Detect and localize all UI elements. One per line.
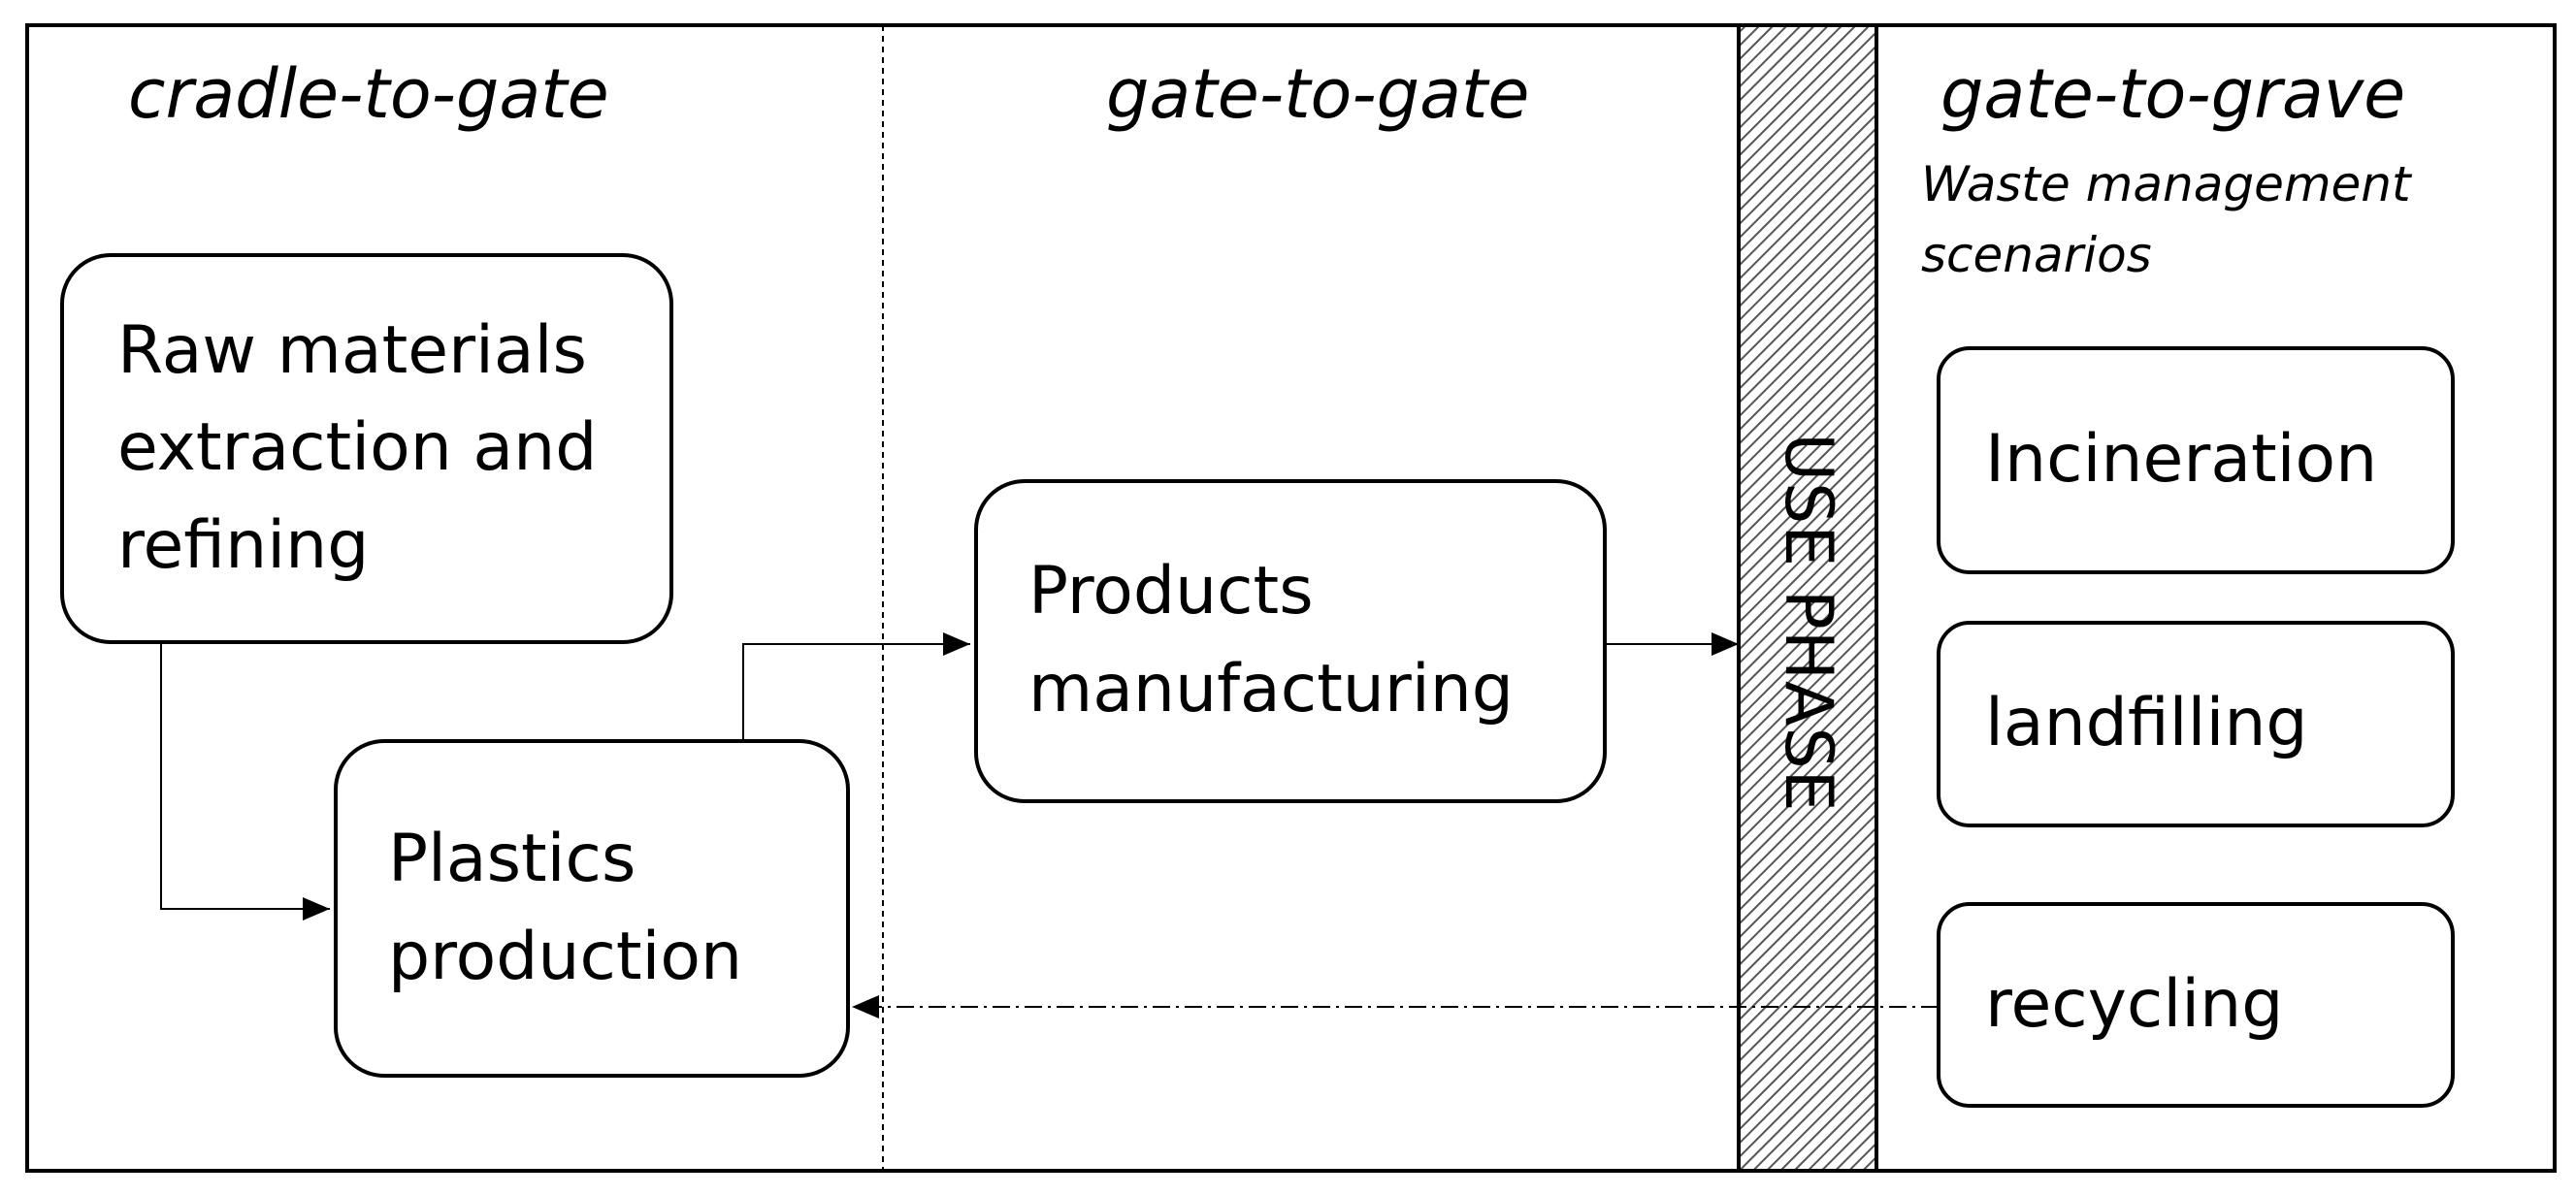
stage-label-gate-to-gate: gate-to-gate [1106, 54, 1530, 134]
box-products-manufacturing-label: Products manufacturing [1028, 553, 1514, 727]
outer-frame [25, 23, 2557, 1173]
box-landfilling-label: landfilling [1985, 685, 2308, 762]
connector-raw-to-plastics [160, 643, 330, 921]
stage-label-gate-to-grave: gate-to-grave [1940, 54, 2406, 134]
connector-plastics-to-products [742, 632, 970, 739]
box-plastics-production: Plastics production [334, 739, 850, 1078]
use-phase-label: USE PHASE [1770, 433, 1846, 813]
box-raw-materials: Raw materials extraction and refining [60, 253, 673, 644]
box-landfilling: landfilling [1937, 621, 2455, 827]
box-recycling-label: recycling [1985, 965, 2284, 1043]
box-products-manufacturing: Products manufacturing [974, 479, 1607, 803]
box-raw-materials-label: Raw materials extraction and refining [117, 311, 598, 584]
waste-scenarios-label: Waste management scenarios [1921, 156, 2411, 283]
use-phase-band [1737, 23, 1878, 1173]
box-incineration-label: Incineration [1985, 421, 2378, 499]
box-incineration: Incineration [1937, 346, 2455, 574]
stage-label-cradle-to-gate: cradle-to-gate [128, 54, 609, 134]
box-recycling: recycling [1937, 902, 2455, 1108]
box-plastics-production-label: Plastics production [388, 820, 743, 995]
